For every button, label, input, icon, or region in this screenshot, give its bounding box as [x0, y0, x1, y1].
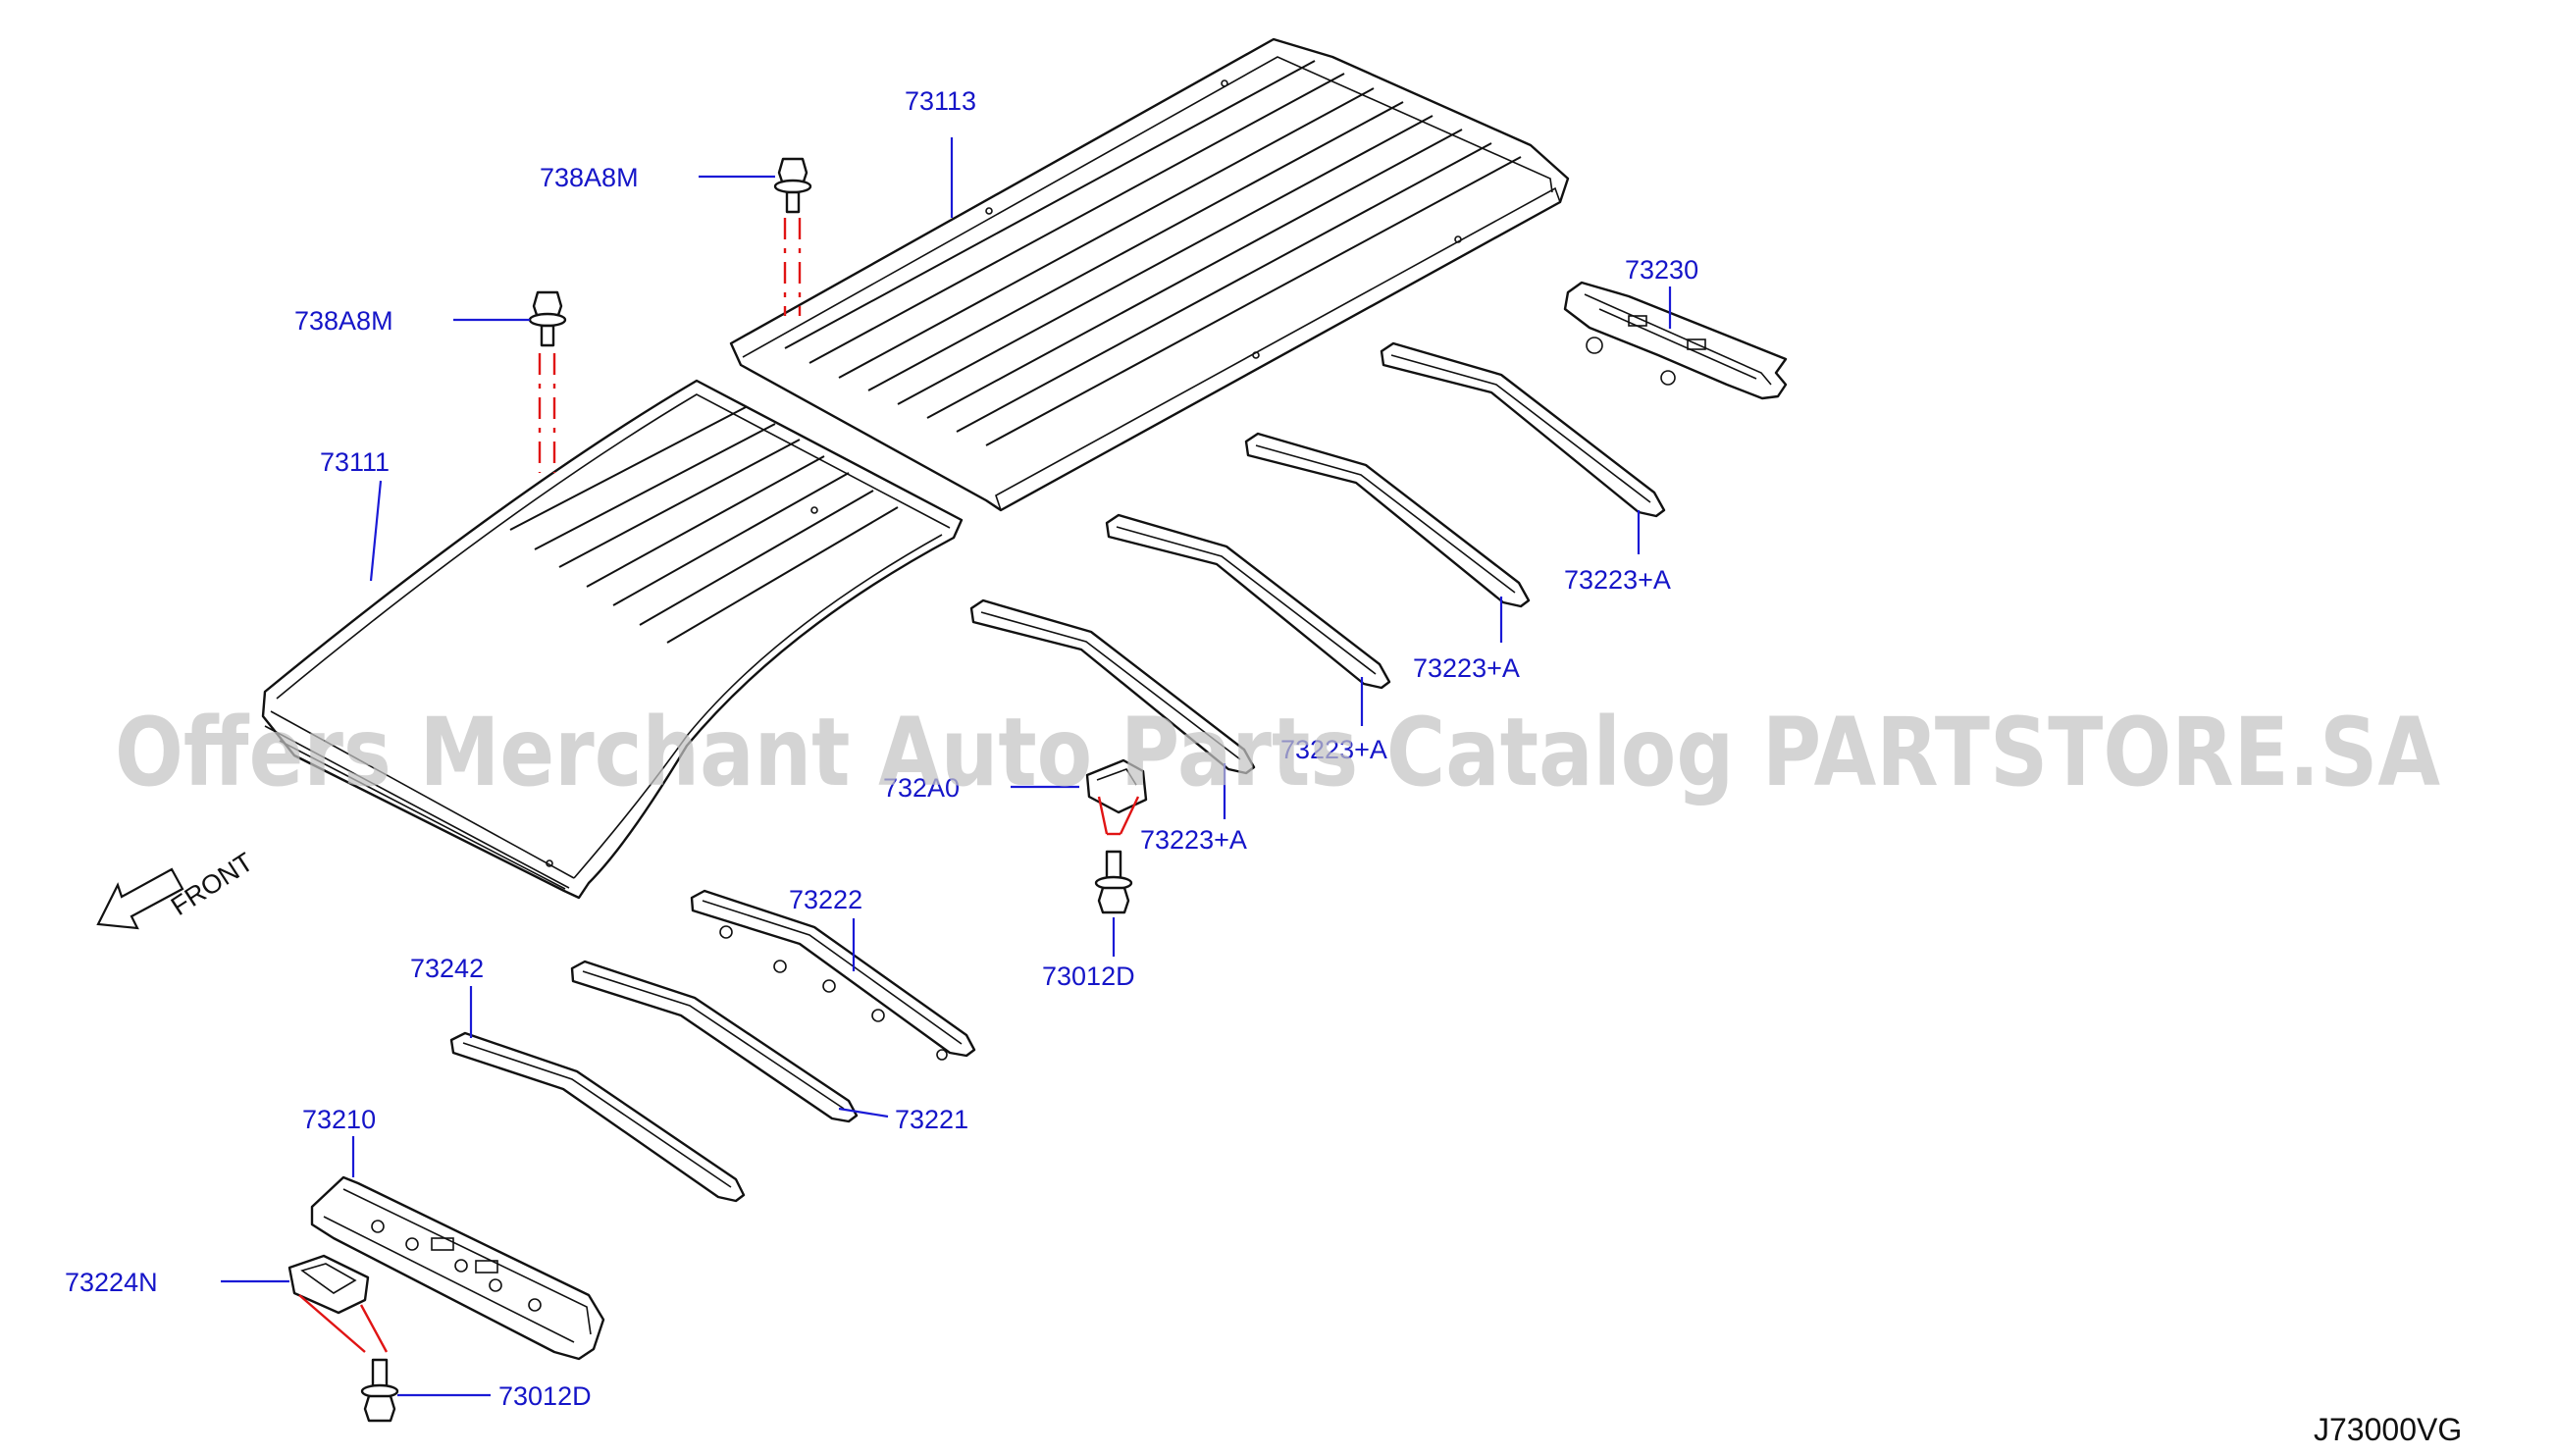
callout-73222: 73222: [789, 885, 862, 914]
callout-73223A-2: 73223+A: [1413, 653, 1520, 683]
bracket-732A0: [1085, 758, 1148, 814]
callout-73242: 73242: [410, 954, 484, 983]
bolt-738A8M-a: [773, 157, 812, 214]
callout-73230: 73230: [1625, 255, 1698, 285]
bolt-73012D-a: [1094, 850, 1133, 914]
callout-73113: 73113: [905, 86, 976, 116]
front-header-73210: [310, 1175, 605, 1361]
callout-738A8M-lower: 738A8M: [294, 306, 393, 336]
roof-bow-4: [969, 598, 1256, 775]
bolt-73012D-b: [360, 1358, 399, 1423]
leader-lines: [221, 137, 1672, 1397]
bolt-738A8M-b: [528, 290, 567, 347]
callout-73210: 73210: [302, 1105, 376, 1134]
callout-73224N: 73224N: [65, 1268, 158, 1297]
rear-header-73230: [1563, 281, 1788, 400]
diagram-code: J73000VG: [2314, 1412, 2462, 1447]
callout-73012D-upper: 73012D: [1042, 962, 1135, 991]
roof-bow-3: [1105, 513, 1391, 690]
callout-73223A-3: 73223+A: [1280, 735, 1387, 764]
callout-738A8M-upper: 738A8M: [540, 163, 639, 192]
callout-73223A-1: 73223+A: [1564, 565, 1671, 595]
watermark: Offers Merchant Auto Parts Catalog PARTS…: [115, 698, 2440, 807]
callout-73221: 73221: [895, 1105, 968, 1134]
roof-bow-73221: [570, 960, 859, 1123]
roof-bow-73222: [690, 889, 976, 1061]
front-direction-arrow-icon: [96, 867, 184, 930]
bracket-73224N: [287, 1254, 370, 1315]
rear-roof-panel: [729, 37, 1570, 512]
roof-bow-1: [1380, 341, 1666, 518]
callout-73111: 73111: [320, 447, 390, 477]
roof-bow-73242: [449, 1031, 746, 1203]
roof-bow-2: [1244, 432, 1531, 608]
callout-732A0: 732A0: [883, 773, 960, 803]
front-roof-panel: [261, 379, 964, 900]
callout-73012D-lower: 73012D: [498, 1381, 592, 1411]
callout-73223A-4: 73223+A: [1140, 825, 1247, 855]
install-lines: [298, 218, 1140, 1353]
